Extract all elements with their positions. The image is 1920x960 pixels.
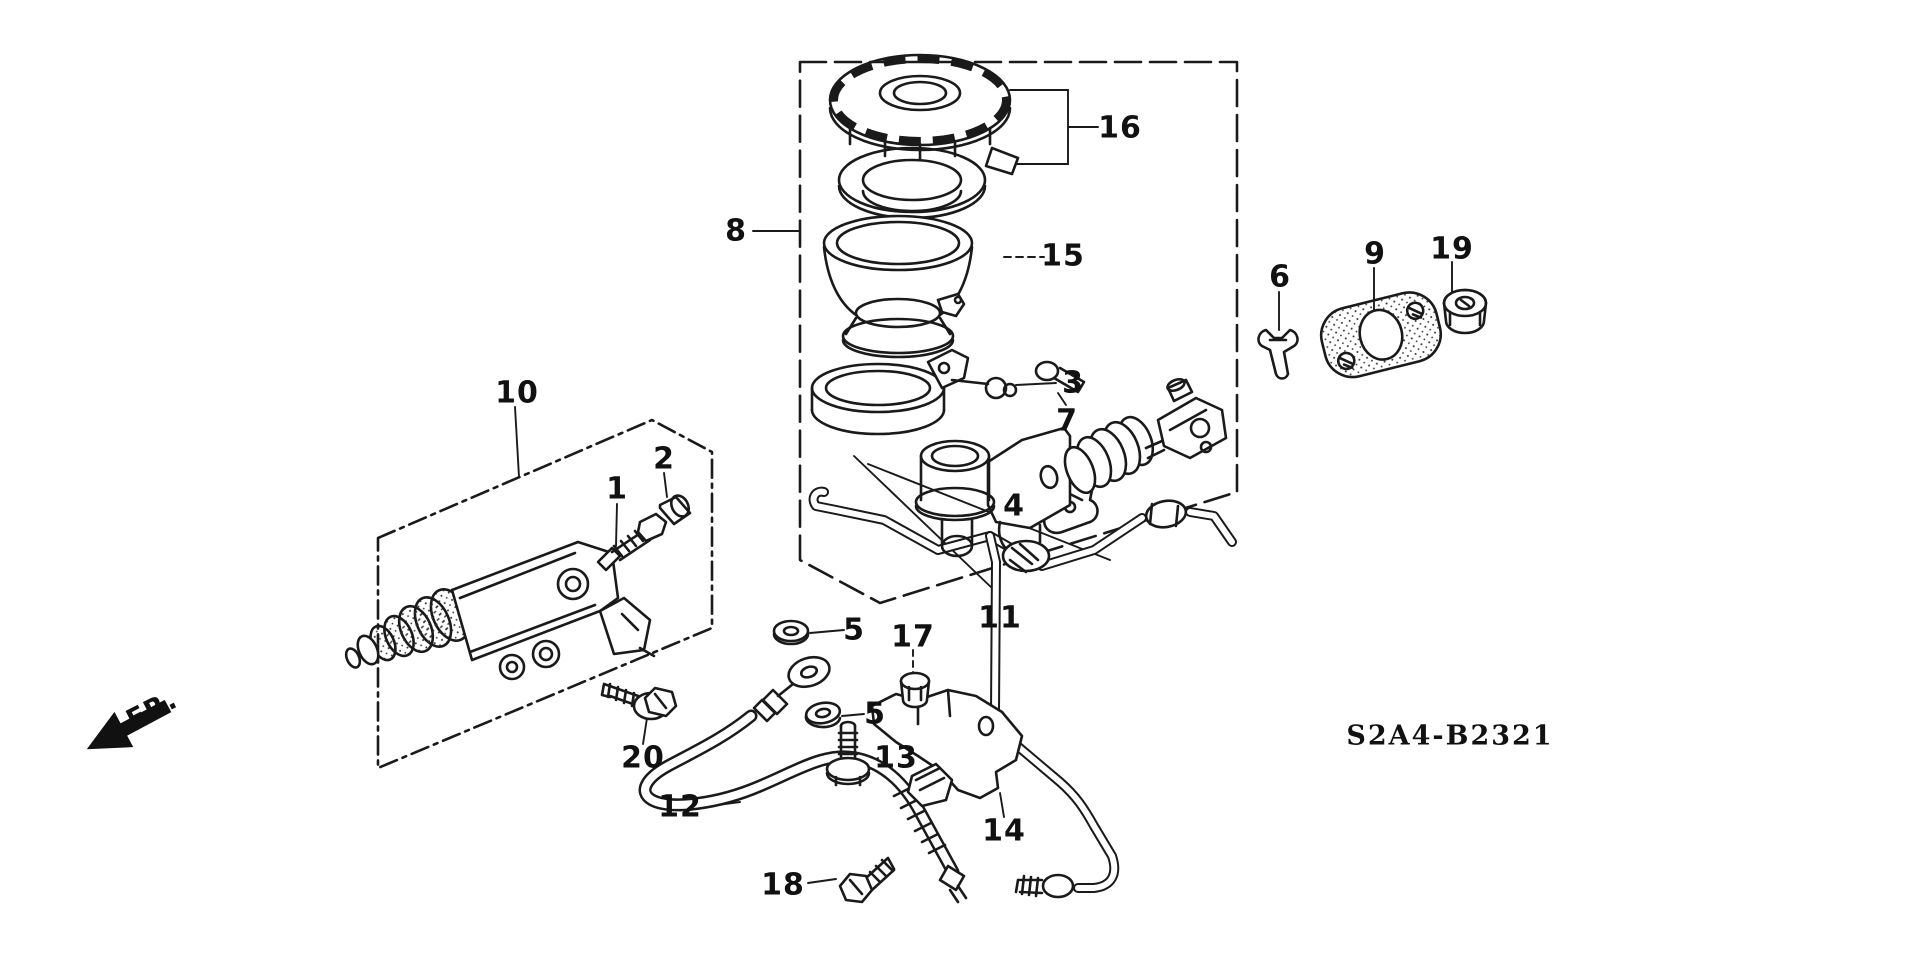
part-label-12: 12 <box>658 789 702 825</box>
part-label-18: 18 <box>761 867 805 903</box>
hose-12-drawing <box>638 655 968 904</box>
part-label-13: 13 <box>874 740 918 776</box>
clamp-3-drawing <box>810 348 1018 436</box>
master-cylinder-drawing <box>914 377 1228 574</box>
fr-direction-arrow <box>86 699 172 750</box>
part-label-1: 1 <box>606 471 628 507</box>
part-label-6: 6 <box>1269 259 1291 295</box>
washer-5b-drawing <box>804 701 842 729</box>
cap-2-drawing <box>658 494 692 526</box>
bolt-13-drawing <box>825 720 871 787</box>
part-label-4: 4 <box>1003 488 1025 524</box>
nut-19-drawing <box>1442 288 1488 335</box>
diagram-code: S2A4-B2321 <box>1346 720 1554 752</box>
bracket-14-drawing <box>870 688 1024 808</box>
clip-6-drawing <box>1257 328 1299 380</box>
bolt-20-drawing <box>600 682 678 721</box>
part-label-5b: 5 <box>864 696 886 732</box>
strainer-15-drawing <box>822 214 974 359</box>
part-label-8: 8 <box>725 213 747 249</box>
assembly-box-8 <box>798 60 1239 605</box>
part-label-14: 14 <box>982 813 1026 849</box>
part-label-20: 20 <box>621 740 665 776</box>
seal-ring-drawing <box>837 146 987 220</box>
assembly-box-10 <box>376 418 714 770</box>
part-label-11: 11 <box>978 600 1022 636</box>
pin-7-drawing <box>1034 360 1086 394</box>
part-label-15: 15 <box>1041 238 1085 274</box>
part-label-19: 19 <box>1430 231 1474 267</box>
slave-cylinder-10-drawing <box>344 540 656 681</box>
bleeder-1-drawing <box>596 512 668 572</box>
part-label-16: 16 <box>1098 110 1142 146</box>
part-label-17: 17 <box>891 619 935 655</box>
reservoir-cap-16-drawing <box>828 53 1020 176</box>
bolt-18-drawing <box>838 856 896 904</box>
part-label-9: 9 <box>1364 236 1386 272</box>
washer-5a-drawing <box>772 619 810 646</box>
part-label-10: 10 <box>495 375 539 411</box>
part-label-7: 7 <box>1056 403 1078 439</box>
nut-17-drawing <box>899 671 931 709</box>
part-label-2: 2 <box>653 441 675 477</box>
part-label-3: 3 <box>1062 365 1084 401</box>
gasket-9-drawing <box>1319 291 1443 379</box>
part-label-5a: 5 <box>843 612 865 648</box>
